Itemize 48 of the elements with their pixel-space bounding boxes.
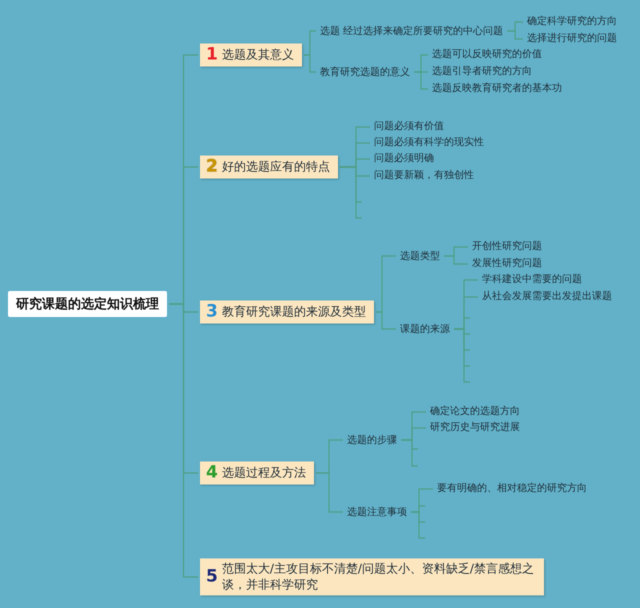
subtopic-label: 选题 经过选择来确定所要研究的中心问题	[318, 23, 506, 39]
branch-line	[444, 255, 468, 265]
leaf-label: 学科建设中需要的问题	[480, 274, 584, 286]
topic-number: 1	[206, 46, 218, 64]
leaf-label: 选择进行研究的问题	[525, 33, 619, 45]
branch-line	[304, 54, 316, 73]
branch-line	[376, 311, 396, 330]
topic-text: 好的选题应有的特点	[222, 159, 330, 175]
topic-text: 选题过程及方法	[222, 465, 306, 481]
subtopic-label: 选题的步骤	[345, 432, 399, 448]
leaf-label: 确定科学研究的方向	[525, 16, 619, 28]
leaf-label: 选题反映教育研究者的基本功	[430, 83, 564, 95]
topic-text: 选题及其意义	[222, 47, 294, 63]
subtopic-label: 选题类型	[398, 248, 442, 264]
topic-text: 范围太大/主攻目标不清楚/问题太小、资料缺乏/禁言感想之谈，并非科学研究	[222, 561, 535, 593]
branch-line	[401, 439, 418, 467]
leaf-label: 选题可以反映研究的价值	[430, 49, 544, 61]
leaf-label: 问题要新颖，有独创性	[372, 170, 476, 182]
leaf-label: 确定论文的选题方向	[428, 406, 522, 418]
topic-number: 3	[206, 304, 218, 320]
leaf-label: 研究历史与研究进展	[428, 422, 522, 434]
topic-text: 教育研究课题的来源及类型	[222, 304, 366, 320]
branch-line	[316, 472, 343, 513]
branch-line	[507, 30, 523, 40]
subtopic-label: 选题注意事项	[345, 504, 409, 520]
leaf-label: 从社会发展需要出发提出课题	[480, 291, 614, 303]
topic-box	[200, 558, 544, 596]
subtopic-label: 教育研究选题的意义	[318, 64, 412, 80]
topic-box	[200, 462, 314, 484]
leaf-label: 问题必须有价值	[372, 121, 446, 133]
branch-line	[411, 511, 425, 539]
topic-box	[200, 300, 374, 324]
leaf-label: 问题必须有科学的现实性	[372, 137, 486, 149]
branch-line	[169, 303, 198, 578]
leaf-label: 开创性研究问题	[470, 241, 544, 253]
leaf-label: 问题必须明确	[372, 153, 436, 165]
branch-line	[454, 328, 470, 383]
subtopic-label: 课题的来源	[398, 321, 452, 337]
topic-number: 2	[206, 158, 218, 176]
central-topic-box: 研究课题的选定知识梳理	[8, 291, 167, 317]
branch-line	[414, 71, 428, 90]
leaf-label: 选题引导者研究的方向	[430, 66, 534, 78]
topic-number: 4	[206, 464, 218, 482]
topic-box	[200, 156, 338, 178]
topic-box	[200, 44, 302, 66]
topic-number: 5	[206, 568, 218, 586]
leaf-label: 发展性研究问题	[470, 258, 544, 270]
leaf-label: 要有明确的、相对稳定的研究方向	[435, 483, 589, 495]
